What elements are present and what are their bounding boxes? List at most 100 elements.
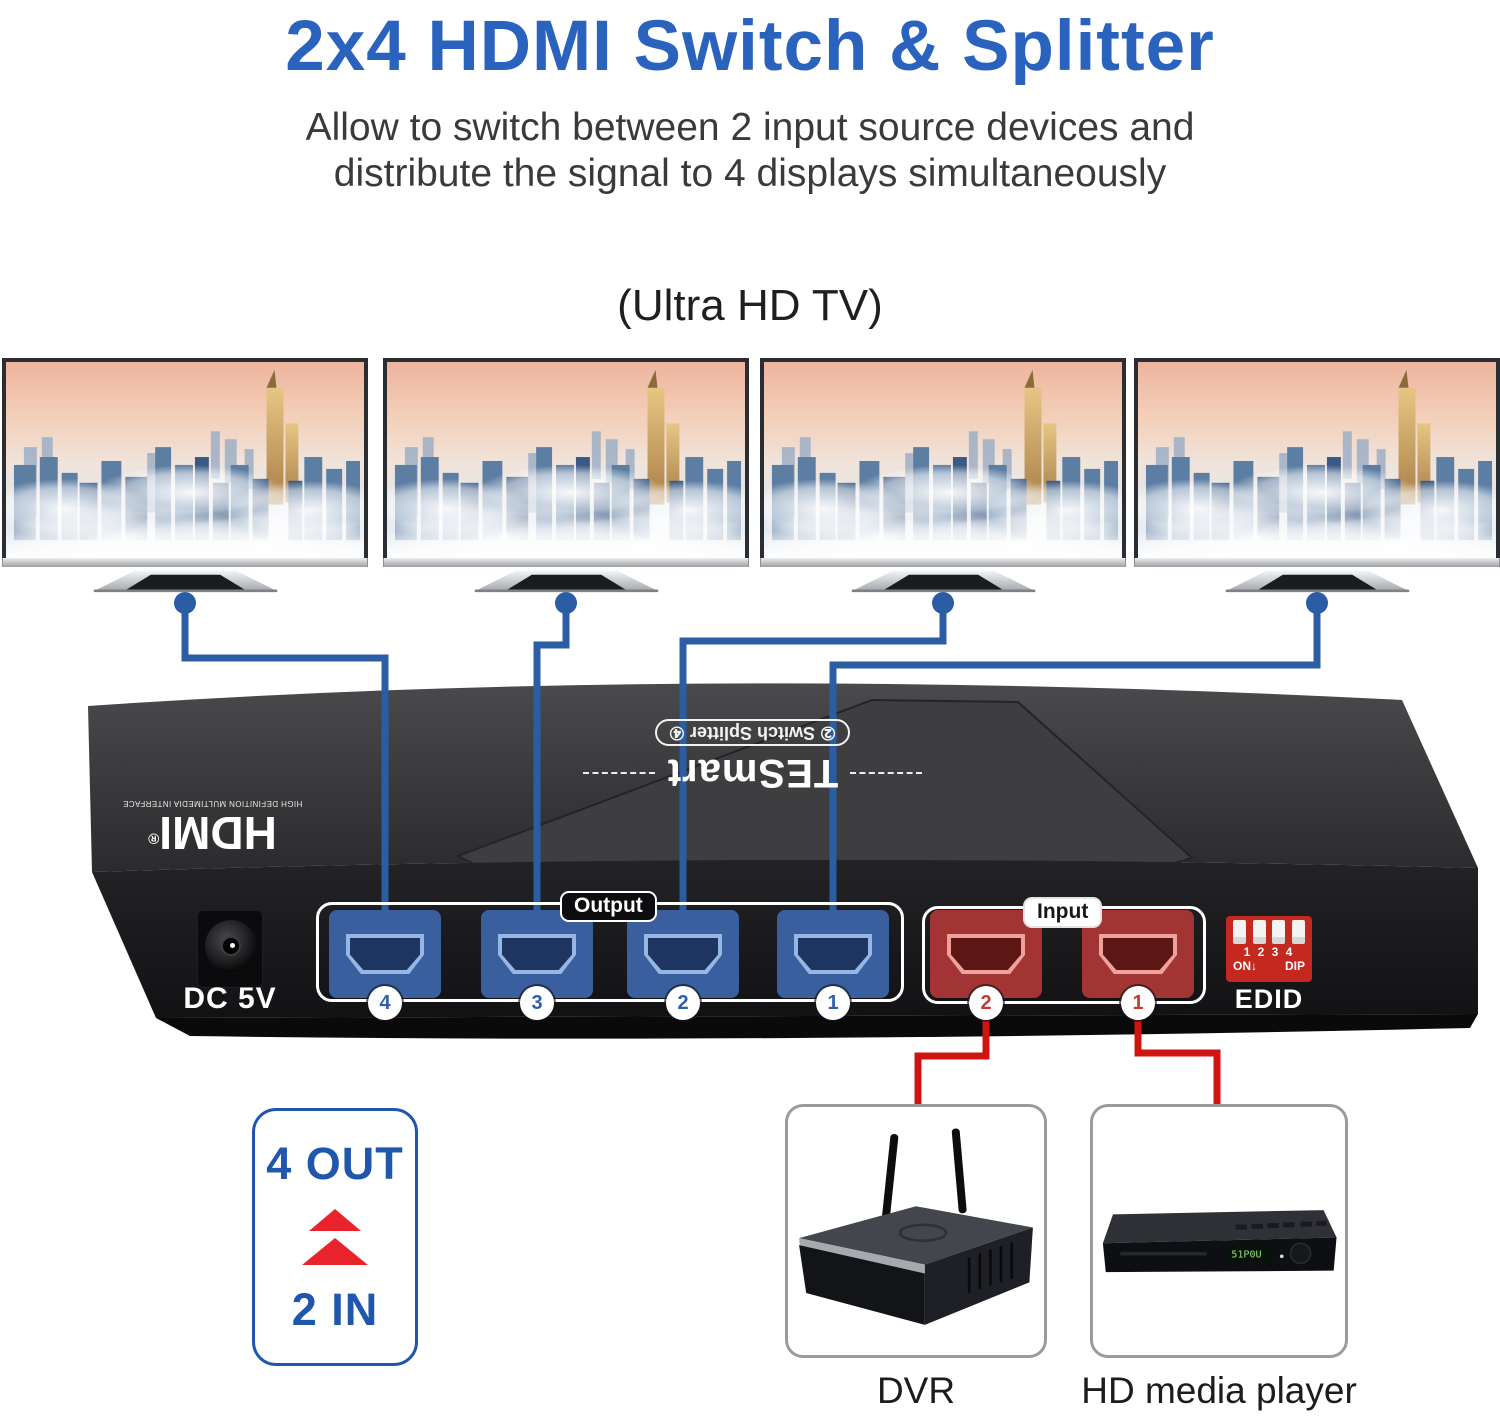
cable-input1-player — [1134, 1000, 1221, 1110]
hdmi-socket — [346, 934, 424, 974]
player-power-led — [1279, 1254, 1284, 1259]
cable-tv1-port4 — [181, 610, 389, 920]
hdmi-tagline: HIGH DEFINITION MULTIMEDIA INTERFACE — [122, 799, 303, 809]
ultra-hd-tv-caption: (Ultra HD TV) — [617, 281, 883, 330]
dip-toggle-1 — [1232, 920, 1246, 944]
disc-tray-slot — [1120, 1251, 1207, 1256]
dvr-box — [785, 1104, 1047, 1358]
tv-stand — [454, 567, 679, 593]
tv-monitor-4 — [1134, 358, 1500, 593]
cable-tv4-port1 — [829, 610, 1321, 920]
cable-input2-dvr — [914, 1000, 990, 1110]
tv-screen — [383, 358, 749, 558]
led-display — [1226, 1246, 1272, 1263]
page-title: 2x4 HDMI Switch & Splitter — [285, 7, 1215, 86]
hdmi-socket — [794, 934, 872, 974]
dvr-logo — [898, 1223, 948, 1243]
dip-dip-label: DIP — [1284, 959, 1305, 973]
tv-bottom-bezel — [383, 558, 749, 567]
antenna-right — [951, 1128, 967, 1214]
hdmi-socket — [947, 934, 1025, 974]
dvr-illustration — [799, 1128, 1033, 1325]
hd-media-player-illustration: 51P0U — [1102, 1210, 1337, 1273]
input-port-number-1: 1 — [1121, 986, 1155, 1020]
up-triangle-large — [302, 1238, 368, 1265]
dip-toggle-3 — [1272, 920, 1286, 944]
brand-dash-right — [582, 772, 655, 774]
registered-mark: ® — [148, 829, 160, 847]
output-cables — [181, 610, 1321, 920]
subtitle-line-2: distribute the signal to 4 displays simu… — [333, 152, 1167, 195]
tv3-dot — [932, 592, 954, 614]
tv-stand — [831, 567, 1056, 593]
hdmi-output-port-3 — [481, 910, 593, 998]
tv-screen — [2, 358, 368, 558]
input-port-number-2: 2 — [969, 986, 1003, 1020]
tv-screen — [1134, 358, 1500, 558]
output-group-label: Output — [560, 891, 657, 922]
dvr-label: DVR — [876, 1370, 956, 1411]
tv-screen — [760, 358, 1126, 558]
dc-jack-barrel — [205, 920, 257, 972]
dip-on-label: ON↓ — [1233, 959, 1257, 973]
subtitle-line-1: Allow to switch between 2 input source d… — [305, 106, 1195, 149]
output-port-number-3: 3 — [520, 986, 554, 1020]
dip-numbers: 1 2 3 4 — [1243, 945, 1295, 959]
tv-bottom-bezel — [1134, 558, 1500, 567]
tv4-dot — [1306, 592, 1328, 614]
brand-logo: TESmart — [666, 751, 839, 796]
in-count-label: 2 IN — [291, 1284, 379, 1335]
out-count-label: 4 OUT — [266, 1138, 404, 1189]
hdmi-logo-text: HDMI® — [148, 807, 277, 860]
input-cables — [914, 1000, 1221, 1110]
dip-toggles — [1226, 920, 1312, 944]
hdmi-input-port-1 — [1082, 910, 1194, 998]
hdmi-output-port-4 — [329, 910, 441, 998]
hd-media-player-label: HD media player — [1081, 1370, 1357, 1411]
brand-row: TESmart — [582, 751, 923, 796]
tv-monitor-3 — [760, 358, 1126, 593]
tv-stand — [1205, 567, 1430, 593]
tv-monitor-1 — [2, 358, 368, 593]
model-badge: ② Switch Splitter ④ — [654, 719, 851, 747]
cable-tv2-port3 — [533, 610, 570, 920]
player-top — [1102, 1210, 1337, 1244]
tv-connector-dots — [174, 592, 1328, 614]
hd-media-player-box: 51P0U — [1090, 1104, 1348, 1358]
dvr-vents — [967, 1242, 1013, 1293]
edid-label: EDID — [1234, 984, 1304, 1014]
hdmi-input-port-2 — [930, 910, 1042, 998]
tv-stand — [73, 567, 298, 593]
hdmi-socket — [644, 934, 722, 974]
edid-dip-switch: 1 2 3 4 ON↓ DIP — [1226, 916, 1312, 982]
hdmi-socket — [1099, 934, 1177, 974]
led-display-text: 51P0U — [1231, 1250, 1261, 1261]
output-port-number-2: 2 — [666, 986, 700, 1020]
player-top-buttons — [1235, 1220, 1327, 1230]
tv1-dot — [174, 592, 196, 614]
dc-power-jack — [197, 910, 263, 988]
dc-power-label: DC 5V — [183, 982, 277, 1015]
hdmi-socket — [498, 934, 576, 974]
tv-bottom-bezel — [2, 558, 368, 567]
hdmi-logo: HDMI® HIGH DEFINITION MULTIMEDIA INTERFA… — [105, 788, 320, 868]
output-port-number-1: 1 — [816, 986, 850, 1020]
tv2-dot — [555, 592, 577, 614]
antenna-left — [882, 1133, 899, 1219]
up-arrows-icon — [302, 1209, 368, 1265]
tv-bottom-bezel — [760, 558, 1126, 567]
player-nav-button — [1289, 1242, 1312, 1265]
device-top-branding: TESmart ② Switch Splitter ④ — [565, 719, 940, 796]
output-port-number-4: 4 — [368, 986, 402, 1020]
device-base — [156, 1014, 1478, 1039]
dvr-front — [799, 1245, 925, 1325]
cable-tv3-port2 — [679, 610, 947, 920]
dvr-top — [799, 1206, 1033, 1265]
brand-dash-left — [850, 772, 923, 774]
hdmi-output-port-1 — [777, 910, 889, 998]
tv-monitor-2 — [383, 358, 749, 593]
dvr-silver-strip — [799, 1238, 925, 1276]
hdmi-output-port-2 — [627, 910, 739, 998]
dc-jack-hole — [221, 936, 241, 956]
